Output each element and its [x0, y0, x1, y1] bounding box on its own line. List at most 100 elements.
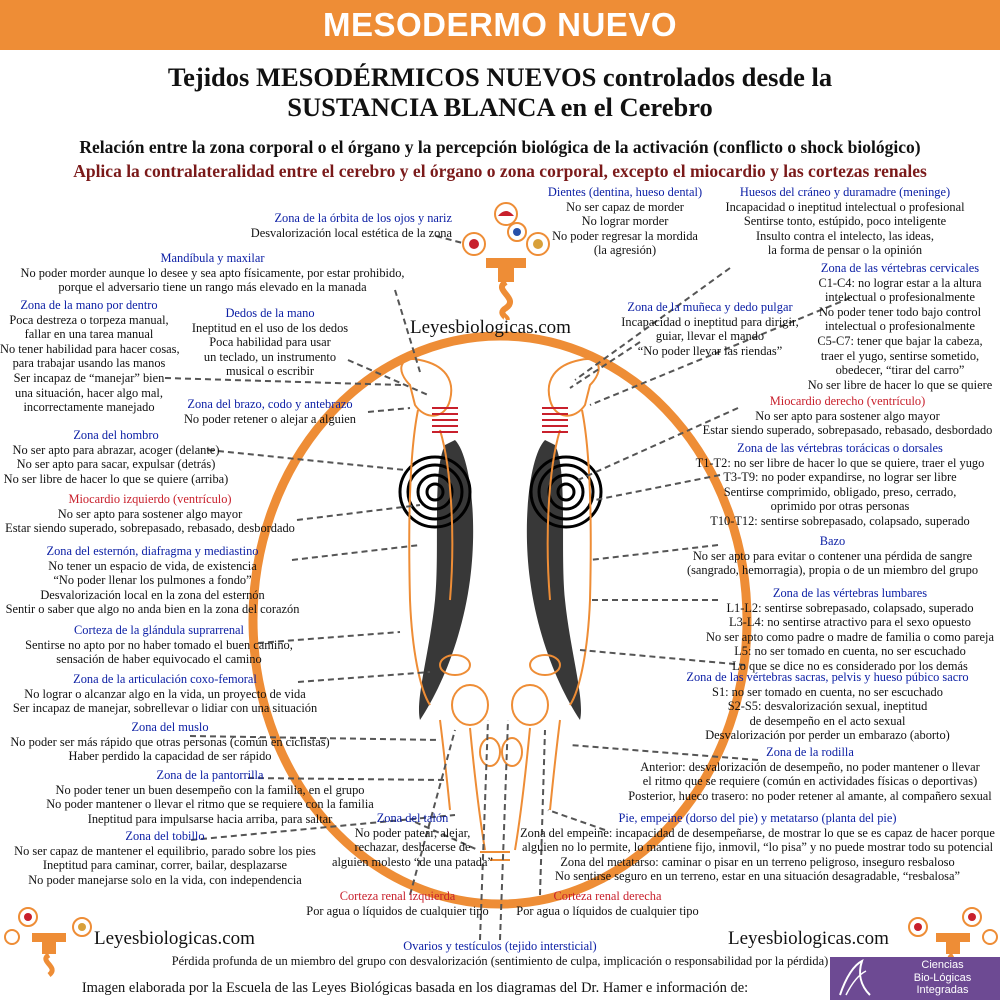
line: C1-C4: no lograr estar a la altura	[818, 275, 982, 290]
block-renal-der: Corteza renal derecha Por agua o líquido…	[505, 889, 710, 918]
block-pie: Pie, empeine (dorso del pie) y metatarso…	[515, 811, 1000, 884]
line: para trabajar usando las manos	[12, 356, 166, 371]
title-line2: SUSTANCIA BLANCA en el Cerebro	[287, 92, 713, 122]
line: Ser incapaz de manejar, sobrellevar o li…	[12, 701, 318, 716]
line: No ser apto para abrazar, acoger (delant…	[12, 442, 220, 457]
block-rodilla: Zona de la rodilla Anterior: desvaloriza…	[620, 745, 1000, 803]
line: Lo que se dice no es considerado por los…	[732, 658, 968, 673]
subtitle1: Relación entre la zona corporal o el órg…	[79, 137, 921, 157]
line: (sangrado, hemorragia), propia o de un m…	[686, 563, 979, 578]
line: rechazar, deshacerse de	[354, 840, 471, 855]
block-renal-izq: Corteza renal izquierda Por agua o líqui…	[290, 889, 505, 918]
line: No ser capaz de mantener el equilibrio, …	[14, 843, 316, 858]
line: Incapacidad o ineptitud intelectual o pr…	[725, 199, 965, 214]
heading-lumbares: Zona de las vértebras lumbares	[772, 586, 928, 600]
line: No poder tener todo bajo control	[818, 304, 982, 319]
cbi-logo-icon[interactable]: Ciencias Bio-Lógicas Integradas	[830, 957, 1000, 1000]
block-muslo: Zona del muslo No poder ser más rápido q…	[0, 720, 340, 764]
heading-muslo: Zona del muslo	[131, 720, 209, 734]
site-link-bottom-left[interactable]: Leyesbiologicas.com	[94, 928, 255, 949]
line: No poder patear, alejar,	[354, 825, 471, 840]
line: C5-C7: tener que bajar la cabeza,	[817, 333, 983, 348]
block-bazo: Bazo No ser apto para evitar o contener …	[665, 534, 1000, 578]
heading-toracicas: Zona de las vértebras torácicas o dorsal…	[737, 441, 943, 455]
heading-brazo: Zona del brazo, codo y antebrazo	[187, 397, 353, 411]
line: No tener un espacio de vida, de existenc…	[48, 558, 257, 573]
line: Sentir o saber que algo no anda bien en …	[5, 602, 300, 617]
heading-coxo: Zona de la articulación coxo-femoral	[73, 672, 257, 686]
line: L1-L2: sentirse sobrepasado, colapsado, …	[726, 600, 974, 615]
line: sensación de haber equivocado el camino	[56, 652, 262, 667]
block-suprarrenal: Corteza de la glándula suprarrenal Senti…	[0, 623, 318, 667]
site-link-bottom-right[interactable]: Leyesbiologicas.com	[728, 928, 889, 949]
line: Desvalorización por perder un embarazo (…	[705, 728, 950, 743]
line: Por agua o líquidos de cualquier tipo	[306, 903, 489, 918]
line: No ser capaz de morder	[566, 199, 684, 214]
line: Pérdida profunda de un miembro del grupo…	[171, 953, 829, 968]
heading-tobillo: Zona del tobillo	[125, 829, 205, 843]
block-muneca: Zona de la muñeca y dedo pulgar Incapaci…	[610, 300, 810, 358]
line: el ritmo que se requiere (común en activ…	[642, 774, 978, 789]
block-hombro: Zona del hombro No ser apto para abrazar…	[0, 428, 232, 486]
line: T10-T12: sentirse sobrepasado, colapsado…	[710, 513, 970, 528]
block-miocardio-der: Miocardio derecho (ventrículo) No ser ap…	[695, 394, 1000, 438]
heading-renal-der: Corteza renal derecha	[553, 889, 662, 903]
line: T3-T9: no poder expandirse, no lograr se…	[723, 470, 957, 485]
block-mandibula: Mandíbula y maxilar No poder morder aunq…	[0, 251, 425, 295]
heading-bazo: Bazo	[819, 534, 846, 548]
logo-text-1: Ciencias	[921, 959, 964, 971]
line: No sentirse seguro en un terreno, estar …	[555, 869, 960, 884]
heading-dientes: Dientes (dentina, hueso dental)	[547, 185, 703, 199]
line: S1: no ser tomado en cuenta, no ser escu…	[712, 684, 943, 699]
line: musical o escribir	[225, 364, 315, 379]
heading-rodilla: Zona de la rodilla	[766, 745, 854, 759]
line: No tener habilidad para hacer cosas,	[0, 341, 180, 356]
heading-craneo: Huesos del cráneo y duramadre (meninge)	[739, 185, 951, 199]
line: Sentirse tonto, estúpido, poco inteligen…	[743, 214, 947, 229]
heading-ovarios: Ovarios y testículos (tejido intersticia…	[403, 939, 597, 953]
heading-pie: Pie, empeine (dorso del pie) y metatarso…	[618, 811, 897, 825]
block-miocardio-izq: Miocardio izquierdo (ventrículo) No ser …	[0, 492, 300, 536]
line: Poca habilidad para usar	[209, 335, 331, 350]
heading-pantorrilla: Zona de la pantorrilla	[156, 768, 264, 782]
line: intelectual o profesionalmente	[824, 319, 975, 334]
line: Desvalorización local estética de la zon…	[250, 225, 452, 240]
line: alguien molesto “de una patada”	[331, 854, 493, 869]
line: Poca destreza o torpeza manual,	[9, 312, 169, 327]
heading-orbita: Zona de la órbita de los ojos y nariz	[274, 211, 452, 225]
line: incorrectamente manejado	[23, 400, 155, 415]
block-esternon: Zona del esternón, diafragma y mediastin…	[0, 544, 305, 617]
line: Sentirse no apto por no haber tomado el …	[25, 637, 293, 652]
heading-talon: Zona del talón	[376, 811, 449, 825]
block-talon: Zona del talón No poder patear, alejar, …	[320, 811, 505, 869]
heading-mandibula: Mandíbula y maxilar	[160, 251, 265, 265]
heading-hombro: Zona del hombro	[73, 428, 159, 442]
line: No lograr o alcanzar algo en la vida, un…	[24, 686, 306, 701]
top-logo-icon	[462, 200, 552, 323]
line: un teclado, un instrumento	[203, 349, 337, 364]
line: Ineptitud para impulsarse hacia arriba, …	[87, 811, 333, 826]
line: No poder mantener o llevar el ritmo que …	[46, 797, 374, 812]
site-link-top[interactable]: Leyesbiologicas.com	[410, 317, 571, 338]
block-sacras: Zona de las vértebras sacras, pelvis y h…	[655, 670, 1000, 743]
line: fallar en una tarea manual	[24, 327, 154, 342]
block-cervicales: Zona de las vértebras cervicales C1-C4: …	[800, 261, 1000, 392]
line: Incapacidad o ineptitud para dirigir,	[621, 314, 799, 329]
line: L3-L4: no sentirse atractivo para el sex…	[729, 615, 971, 630]
line: guiar, llevar el mando	[655, 329, 765, 344]
title-line1: Tejidos MESODÉRMICOS NUEVOS controlados …	[167, 62, 833, 92]
line: T1-T2: no ser libre de hacer lo que se q…	[695, 455, 985, 470]
line: Desvalorización local en la zona del est…	[40, 587, 265, 602]
credit-line: Imagen elaborada por la Escuela de las L…	[81, 980, 749, 996]
line: Por agua o líquidos de cualquier tipo	[516, 903, 699, 918]
line: No ser apto como padre o madre de famili…	[706, 629, 994, 644]
line: No ser apto para sostener algo mayor	[755, 408, 940, 423]
heading-cervicales: Zona de las vértebras cervicales	[820, 261, 980, 275]
line: oprimido por otras personas	[770, 499, 910, 514]
heading-mano-dentro: Zona de la mano por dentro	[20, 298, 158, 312]
line: Zona del metatarso: caminar o pisar en u…	[560, 854, 955, 869]
line: No ser apto para sostener algo mayor	[57, 506, 243, 521]
line: Sentirse comprimido, obligado, preso, ce…	[723, 484, 957, 499]
heading-esternon: Zona del esternón, diafragma y mediastin…	[46, 544, 259, 558]
